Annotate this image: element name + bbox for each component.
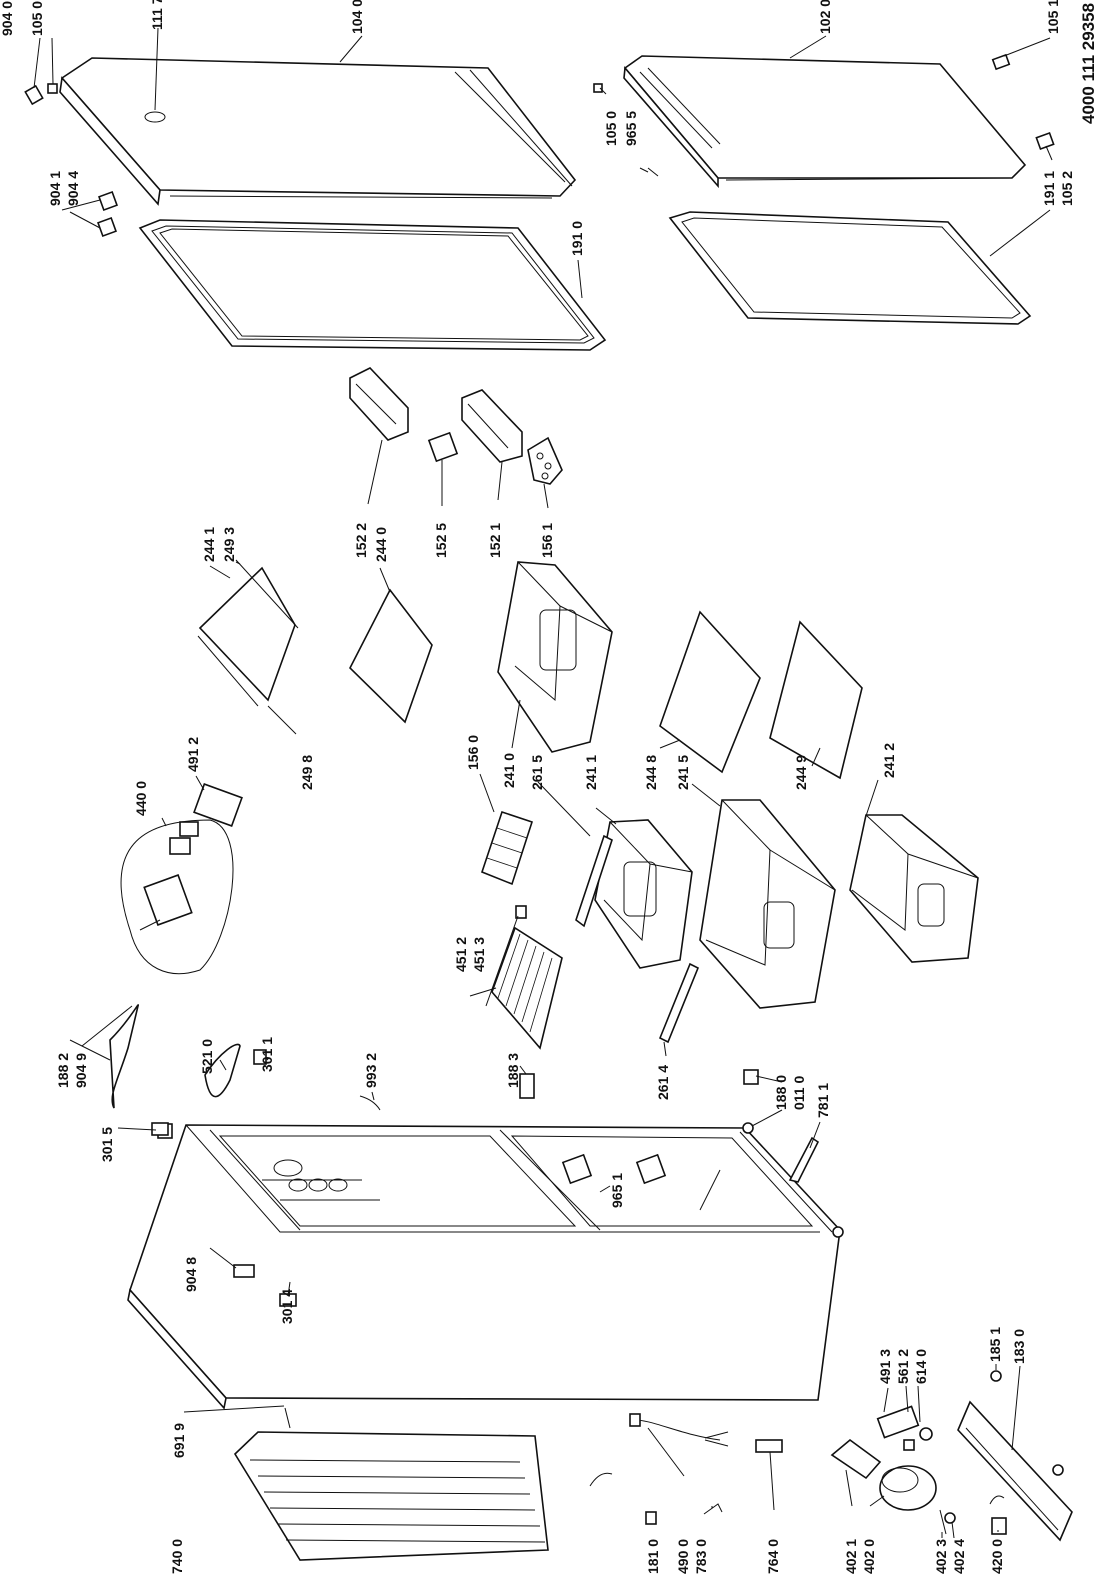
label-904-4: 904 4	[65, 171, 81, 206]
wire-shelf	[491, 905, 563, 1050]
label-691-9: 691 9	[171, 1423, 187, 1458]
label-402-4: 402 4	[951, 1539, 967, 1574]
lamp-parts	[109, 1004, 535, 1139]
label-188-3: 188 3	[505, 1053, 521, 1088]
label-111-7: 111 7	[149, 0, 165, 30]
glass-shelves	[197, 559, 863, 780]
label-451-2: 451 2	[453, 937, 469, 972]
label-191-0: 191 0	[569, 221, 585, 256]
label-965-5: 965 5	[623, 111, 639, 146]
freezer-door	[59, 57, 577, 206]
label-152-2: 152 2	[353, 523, 369, 558]
label-740-0: 740 0	[169, 1539, 185, 1574]
label-241-2: 241 2	[881, 743, 897, 778]
label-188-0: 188 0	[773, 1075, 789, 1110]
freezer-gasket	[138, 219, 607, 351]
label-156-0: 156 0	[465, 735, 481, 770]
label-244-8: 244 8	[643, 755, 659, 790]
label-261-4: 261 4	[655, 1065, 671, 1100]
label-301-4: 301 4	[279, 1289, 295, 1324]
label-241-1: 241 1	[583, 755, 599, 790]
label-402-1: 402 1	[843, 1539, 859, 1574]
part-labels: 904 0 105 0 111 7 104 0 102 0 105 1 105 …	[0, 0, 1075, 1574]
label-402-3: 402 3	[933, 1539, 949, 1574]
label-105-0-fridge: 105 0	[603, 111, 619, 146]
label-993-2: 993 2	[363, 1053, 379, 1088]
label-965-1: 965 1	[609, 1173, 625, 1208]
label-301-5: 301 5	[99, 1127, 115, 1162]
power-cord	[629, 1413, 729, 1447]
label-011-0: 011 0	[791, 1076, 807, 1110]
label-249-8: 249 8	[299, 755, 315, 790]
ice-tray	[481, 810, 534, 886]
label-244-1: 244 1	[201, 527, 217, 562]
label-561-2: 561 2	[895, 1349, 911, 1384]
door-balconies	[349, 367, 563, 485]
label-152-5: 152 5	[433, 523, 449, 558]
label-904-8: 904 8	[183, 1257, 199, 1292]
label-491-3: 491 3	[877, 1349, 893, 1384]
label-104-0: 104 0	[349, 0, 365, 34]
label-781-1: 781 1	[815, 1083, 831, 1118]
label-491-2: 491 2	[185, 737, 201, 772]
label-451-3: 451 3	[471, 937, 487, 972]
cabinet	[127, 1124, 841, 1410]
label-181-0: 181 0	[645, 1539, 661, 1574]
label-783-0: 783 0	[693, 1539, 709, 1574]
label-241-5: 241 5	[675, 755, 691, 790]
label-402-0: 402 0	[861, 1539, 877, 1574]
label-241-0: 241 0	[501, 753, 517, 788]
label-261-5: 261 5	[529, 755, 545, 790]
label-152-1: 152 1	[487, 523, 503, 558]
label-521-0: 521 0	[199, 1039, 215, 1074]
label-904-9: 904 9	[73, 1053, 89, 1088]
label-904-1: 904 1	[47, 171, 63, 206]
label-301-1: 301 1	[259, 1037, 275, 1072]
label-105-1: 105 1	[1045, 0, 1061, 34]
small-electrical-parts	[645, 1439, 783, 1525]
leader-lines	[33, 27, 1053, 1539]
label-105-2: 105 2	[1059, 171, 1075, 206]
label-188-2: 188 2	[55, 1053, 71, 1088]
label-156-1: 156 1	[539, 523, 555, 558]
label-102-0: 102 0	[817, 0, 833, 34]
label-191-1: 191 1	[1041, 171, 1057, 206]
label-105-0-top-left: 105 0	[29, 1, 45, 36]
document-number: 4000 111 29358	[1079, 3, 1098, 124]
base-plate	[957, 1370, 1073, 1542]
cabinet-fittings	[151, 1069, 844, 1238]
label-440-0: 440 0	[133, 781, 149, 816]
label-183-0: 183 0	[1011, 1329, 1027, 1364]
label-244-9: 244 9	[793, 755, 809, 790]
label-244-0: 244 0	[373, 527, 389, 562]
label-764-0: 764 0	[765, 1539, 781, 1574]
label-249-3: 249 3	[221, 527, 237, 562]
condenser	[233, 1407, 613, 1561]
compressor	[830, 1405, 1007, 1535]
label-185-1: 185 1	[987, 1327, 1003, 1362]
drawer-rails	[575, 834, 700, 1044]
fridge-door	[623, 55, 1027, 189]
hinge-parts-top	[24, 53, 1055, 237]
label-490-0: 490 0	[675, 1539, 691, 1574]
thermostat-group	[120, 783, 243, 975]
freezer-drawers	[497, 561, 979, 1009]
label-614-0: 614 0	[913, 1349, 929, 1384]
label-420-0: 420 0	[989, 1539, 1005, 1574]
fridge-gasket	[668, 211, 1032, 325]
label-904-0: 904 0	[0, 1, 15, 36]
